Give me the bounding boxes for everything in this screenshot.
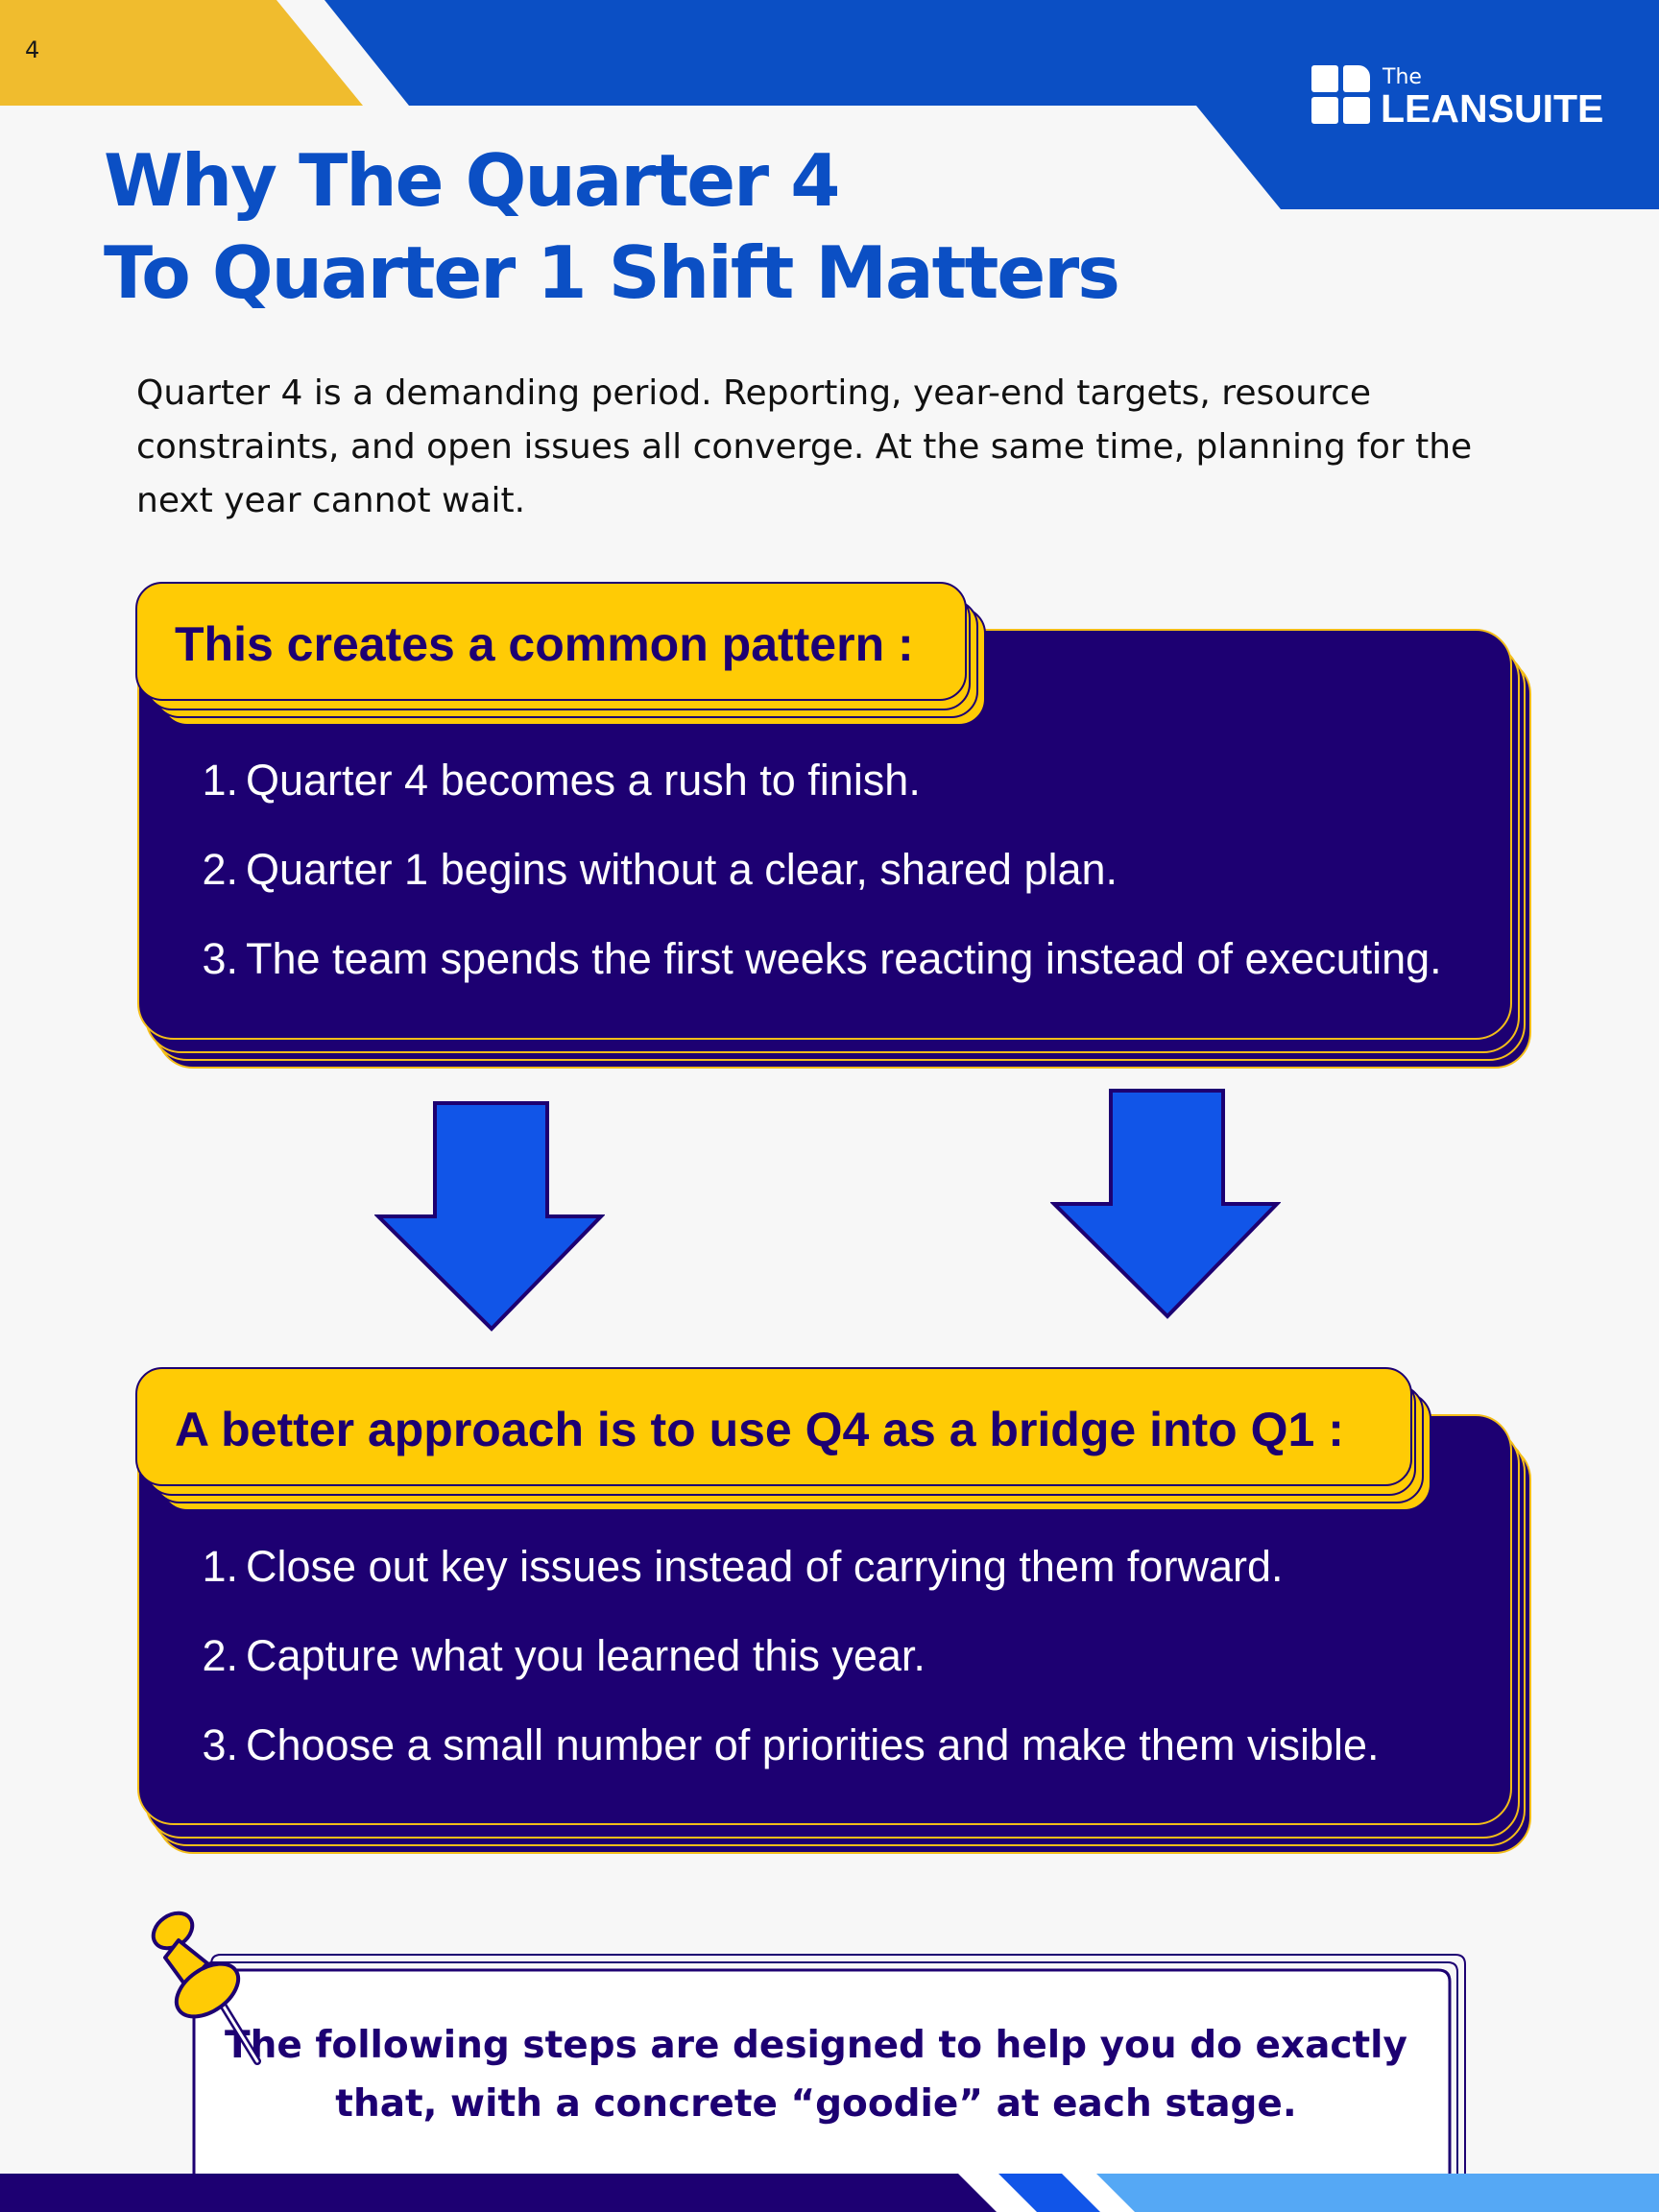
list-item: 3.The team spends the first weeks reacti… (202, 934, 1442, 983)
brand-logo: The LEANSUITE (1311, 63, 1619, 131)
page-title: Why The Quarter 4 To Quarter 1 Shift Mat… (104, 134, 1120, 319)
header-yellow-band (0, 0, 363, 106)
down-arrow-icon (1050, 1089, 1281, 1319)
title-line: To Quarter 1 Shift Matters (104, 230, 1120, 315)
logo-name: LEANSUITE (1381, 86, 1604, 131)
title-line: Why The Quarter 4 (104, 138, 840, 223)
list-item: 2.Capture what you learned this year. (202, 1631, 926, 1680)
note-line: The following steps are designed to help… (225, 2024, 1407, 2067)
intro-line: constraints, and open issues all converg… (136, 427, 1473, 467)
footer-light-band (1096, 2174, 1659, 2212)
pattern-card-heading-tab (135, 582, 967, 701)
intro-line: next year cannot wait. (136, 481, 526, 520)
pattern-list: 1.Quarter 4 becomes a rush to finish. 2.… (196, 752, 1442, 1020)
pushpin-icon (151, 1911, 261, 2065)
logo-grid-icon (1311, 65, 1371, 125)
logo-prefix: The (1382, 65, 1422, 89)
intro-paragraph: Quarter 4 is a demanding period. Reporti… (136, 367, 1576, 528)
list-item: 1.Close out key issues instead of carryi… (202, 1542, 1284, 1591)
header-decoration (0, 0, 1659, 209)
pattern-card-heading: This creates a common pattern : (175, 617, 914, 671)
approach-card-heading-tab (135, 1367, 1412, 1486)
footer-blue-band (998, 2174, 1100, 2212)
footer-decoration (0, 2174, 1659, 2212)
down-arrow-icon (374, 1101, 605, 1332)
list-item: 3.Choose a small number of priorities an… (202, 1720, 1380, 1769)
list-item: 2.Quarter 1 begins without a clear, shar… (202, 845, 1118, 894)
intro-line: Quarter 4 is a demanding period. Reporti… (136, 373, 1372, 413)
approach-card-heading: A better approach is to use Q4 as a brid… (175, 1403, 1344, 1456)
approach-list: 1.Close out key issues instead of carryi… (196, 1538, 1380, 1806)
note-line: that, with a concrete “goodie” at each s… (335, 2082, 1297, 2126)
footer-navy-band (0, 2174, 997, 2212)
page-number: 4 (25, 36, 40, 63)
note-text: The following steps are designed to help… (192, 2016, 1440, 2133)
list-item: 1.Quarter 4 becomes a rush to finish. (202, 756, 921, 805)
header-blue-band (325, 0, 1659, 209)
